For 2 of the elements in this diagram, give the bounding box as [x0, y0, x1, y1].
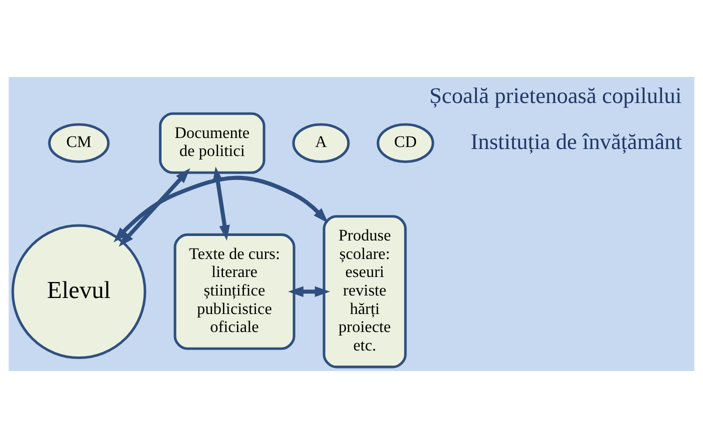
diagram-title: Școală prietenoasă copilului — [429, 82, 682, 108]
label: Instituția de învățământ — [470, 128, 682, 154]
